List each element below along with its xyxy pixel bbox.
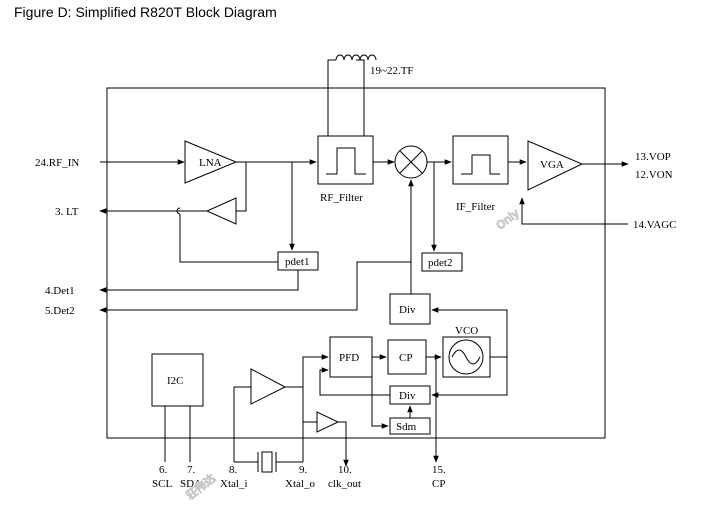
- figure-title: Figure D: Simplified R820T Block Diagram: [14, 4, 277, 20]
- scl-pin-label: SCL: [152, 478, 172, 490]
- pdet1-feedback-hop: [176, 207, 181, 215]
- vga-label: VGA: [540, 159, 564, 171]
- ref-buffer: [250, 368, 287, 405]
- if-filter-symbol: [461, 154, 500, 175]
- vco-label: VCO: [455, 325, 478, 337]
- i2c-label: I2C: [167, 375, 184, 387]
- det1-wire: [99, 270, 299, 293]
- div-bottom-label: Div: [399, 390, 416, 402]
- rf-filter-label: RF_Filter: [320, 192, 363, 204]
- lna-label: LNA: [199, 157, 222, 169]
- tf-pin-label: 19~22.TF: [370, 65, 414, 77]
- det1-pin-label: 4.Det1: [45, 285, 75, 297]
- vga-amplifier: [527, 140, 584, 191]
- clk-buffer: [316, 411, 340, 433]
- cp-block: [387, 339, 427, 375]
- pdet1-feedback-wire: [179, 214, 278, 263]
- xtal-o-pin-number: 9.: [299, 464, 308, 476]
- pdet2-label: pdet2: [428, 257, 452, 269]
- sdm-label: Sdm: [396, 421, 417, 433]
- clk-out-pin-number: 10.: [338, 464, 352, 476]
- lt-buffer: [205, 197, 237, 225]
- if-filter-label: IF_Filter: [456, 201, 495, 213]
- vop-pin-label: 13.VOP: [635, 151, 671, 163]
- pfd-to-sdm-wire: [371, 370, 389, 429]
- tf-wire-right: [356, 59, 365, 136]
- pdet1-label: pdet1: [285, 256, 309, 268]
- vco-sine-icon: [451, 349, 481, 365]
- watermark-cjk: 荘伟达: [184, 472, 218, 503]
- xtal-i-pin-label: Xtal_i: [220, 478, 248, 490]
- vco-to-div-bottom-wire: [431, 357, 508, 398]
- xtal-o-pin-label: Xtal_o: [285, 478, 315, 490]
- clk-out-wire: [338, 421, 349, 467]
- div-bottom-to-pfd-wire: [319, 367, 390, 396]
- div-top-label: Div: [399, 304, 416, 316]
- von-pin-label: 12.VON: [635, 169, 673, 181]
- sda-pin-label: SDA: [180, 478, 202, 490]
- div-top-block: [389, 293, 431, 325]
- vagc-wire: [519, 197, 628, 225]
- lna-amplifier: [184, 140, 238, 184]
- xtal-i-wire: [233, 386, 251, 462]
- det2-wire: [99, 261, 411, 313]
- scl-pin-number: 6.: [159, 464, 168, 476]
- pfd-label: PFD: [339, 352, 359, 364]
- i2c-block: [151, 353, 204, 407]
- det2-pin-label: 5.Det2: [45, 305, 75, 317]
- ref-to-pfd-wire: [302, 354, 329, 462]
- vagc-pin-label: 14.VAGC: [633, 219, 677, 231]
- cp-label: CP: [399, 352, 412, 364]
- lt-pin-label: 3. LT: [55, 206, 79, 218]
- mixer-cross-b: [399, 150, 423, 174]
- vco-circle: [448, 339, 484, 375]
- pdet2-block: [421, 252, 463, 272]
- cp-pin-label: CP: [432, 478, 445, 490]
- clk-out-pin-label: clk_out: [328, 478, 361, 490]
- vco-to-div-top-wire: [431, 307, 508, 358]
- sda-pin-number: 7.: [187, 464, 196, 476]
- tf-inductor-icon: [335, 54, 377, 61]
- chip-outline: [106, 87, 606, 439]
- cp-pin-number: 15.: [432, 464, 446, 476]
- if-filter-block: [452, 135, 509, 185]
- rf-in-pin-label: 24.RF_IN: [35, 157, 79, 169]
- rf-filter-block: [317, 135, 374, 185]
- xtal-i-pin-number: 8.: [229, 464, 238, 476]
- lt-buffer-feed: [236, 162, 247, 212]
- tf-wire-left: [327, 59, 336, 136]
- watermark-latin: Only: [494, 206, 522, 232]
- rf-filter-symbol: [326, 147, 366, 175]
- crystal-icon: [261, 451, 273, 473]
